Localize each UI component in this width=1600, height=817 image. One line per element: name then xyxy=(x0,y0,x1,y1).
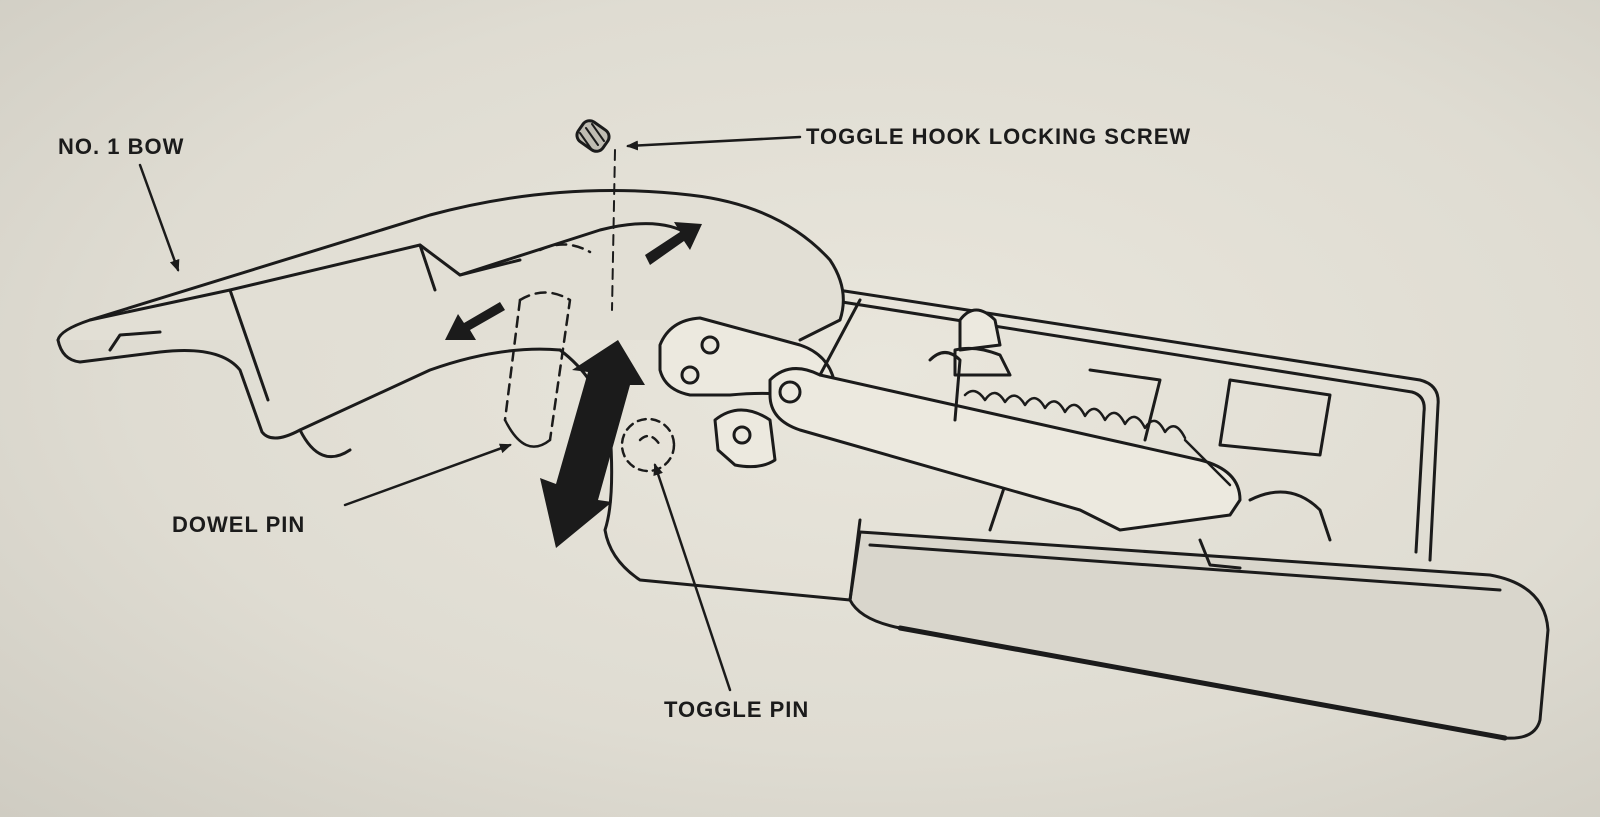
no1-bow xyxy=(56,189,852,602)
arrow-up-right xyxy=(645,222,702,265)
motion-arrows xyxy=(445,222,702,548)
label-dowel-pin: DOWEL PIN xyxy=(172,512,306,537)
toggle-pin xyxy=(620,417,676,473)
label-toggle-hook-locking-screw: TOGGLE HOOK LOCKING SCREW xyxy=(806,124,1192,149)
dowel-pin xyxy=(503,243,592,448)
toggle-hook-locking-screw xyxy=(575,119,616,311)
label-toggle-pin: TOGGLE PIN xyxy=(664,697,810,722)
label-no1-bow: NO. 1 BOW xyxy=(58,134,185,159)
arrow-double-vertical xyxy=(540,340,645,548)
leader-lines xyxy=(138,135,802,692)
toggle-linkage xyxy=(658,298,1242,532)
coil-spring xyxy=(963,389,1232,487)
arrow-left xyxy=(445,302,505,340)
